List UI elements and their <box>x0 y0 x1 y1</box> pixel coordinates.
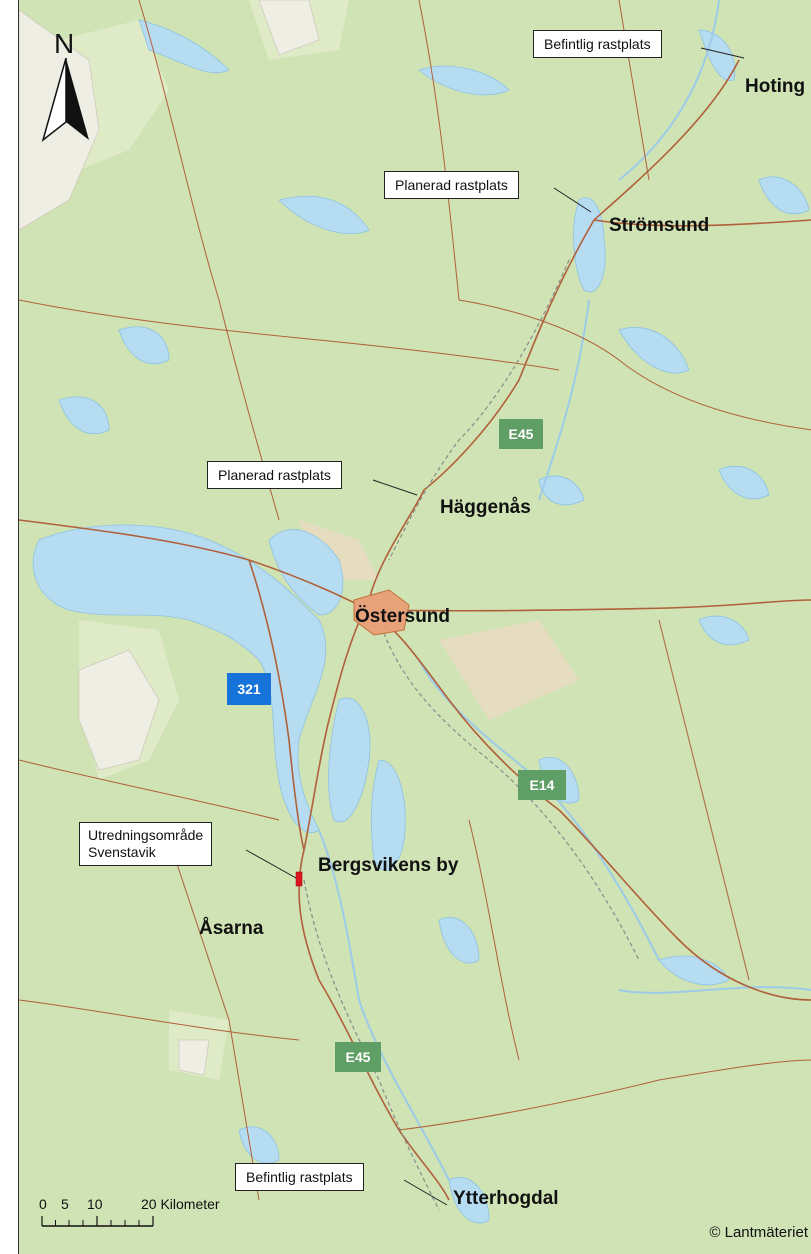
place-label-haggenas: Häggenås <box>440 497 531 518</box>
place-label-ostersund: Östersund <box>355 606 451 627</box>
callout-utredning-line1: Utredningsområde <box>88 827 204 843</box>
north-arrow-icon <box>41 58 89 143</box>
study-area-marker <box>295 871 303 887</box>
scale-bar: 0 5 10 20 Kilometer <box>39 1196 281 1228</box>
place-label-bergsvikens-by: Bergsvikens by <box>318 855 459 876</box>
roads <box>19 0 811 1201</box>
place-label-ytterhogdal: Ytterhogdal <box>453 1188 559 1209</box>
scale-tick-5: 5 <box>61 1196 69 1212</box>
callout-befintlig-rastplats-hoting: Befintlig rastplats <box>533 30 662 58</box>
scale-tick-10: 10 <box>87 1196 103 1212</box>
lakes <box>32 19 810 1224</box>
callout-leaders <box>245 47 745 1206</box>
copyright-text: © Lantmäteriet <box>709 1224 808 1241</box>
callout-befintlig-rastplats-ytterhogdal: Befintlig rastplats <box>235 1163 364 1191</box>
callout-utredning-line2: Svenstavik <box>88 844 156 860</box>
place-label-hoting: Hoting <box>745 76 806 97</box>
place-label-stromsund: Strömsund <box>609 215 710 236</box>
town-areas <box>353 589 410 636</box>
road-shield-e45-south: E45 <box>335 1042 381 1072</box>
scale-bar-graphic <box>41 1216 154 1227</box>
scale-tick-0: 0 <box>39 1196 47 1212</box>
place-label-asarna: Åsarna <box>199 918 264 939</box>
road-shield-321: 321 <box>227 673 271 705</box>
callout-planerad-rastplats-haggenas: Planerad rastplats <box>207 461 342 489</box>
map-canvas[interactable] <box>19 0 811 1254</box>
callout-planerad-rastplats-stromsund: Planerad rastplats <box>384 171 519 199</box>
land-background <box>19 0 811 1254</box>
railway-lines <box>303 259 640 1211</box>
map-frame[interactable]: N Hoting Strömsund Häggenås Östersund Be… <box>18 0 811 1254</box>
road-shield-e45-north: E45 <box>499 419 543 449</box>
road-shield-e14: E14 <box>518 770 566 800</box>
callout-utredningsomrade-svenstavik: Utredningsområde Svenstavik <box>79 822 213 866</box>
scale-tick-20: 20 Kilometer <box>141 1196 220 1212</box>
north-label: N <box>54 28 75 59</box>
